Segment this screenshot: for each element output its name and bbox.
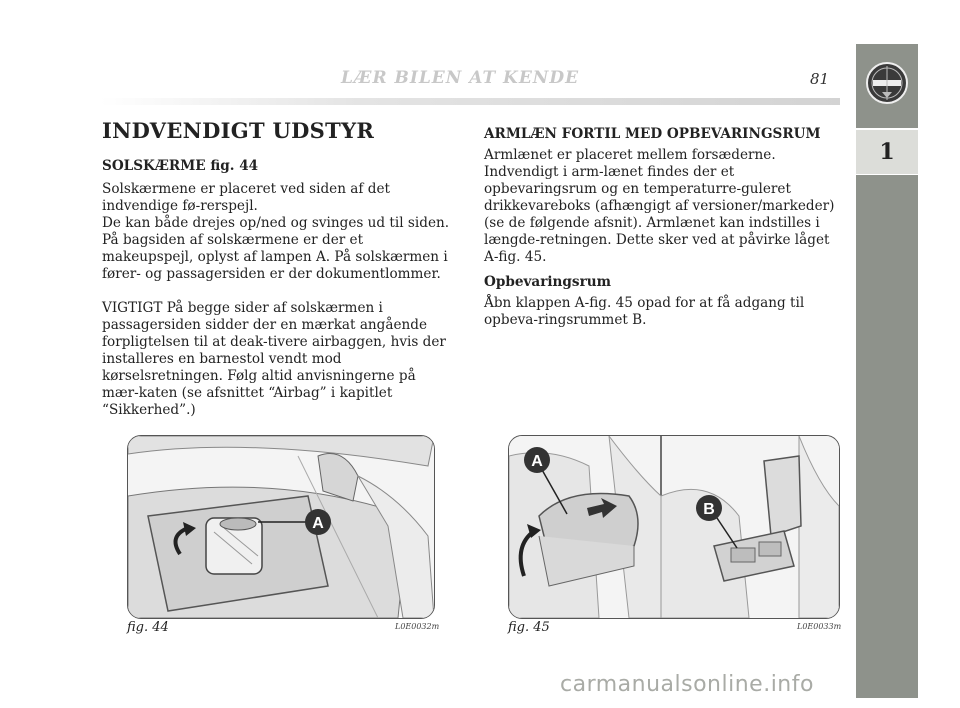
callout-a-label: A bbox=[531, 453, 543, 470]
armrest-heading: ARMLÆN FORTIL MED OPBEVARINGSRUM bbox=[484, 126, 821, 142]
paragraph: De kan både drejes op/ned og svinges ud … bbox=[102, 215, 450, 231]
callout-b-label: B bbox=[703, 501, 715, 518]
side-tab-bottom bbox=[856, 175, 918, 698]
left-column: INDVENDIGT UDSTYR SOLSKÆRME fig. 44 Sols… bbox=[102, 118, 454, 419]
paragraph: Åbn klappen A-fig. 45 opad for at få adg… bbox=[484, 295, 805, 328]
header-title: LÆR BILEN AT KENDE bbox=[340, 68, 580, 88]
paragraph: Armlænet er placeret mellem forsæderne. … bbox=[484, 147, 835, 265]
figure-label: fig. 44 bbox=[127, 620, 169, 635]
section-number-tab[interactable]: 1 bbox=[856, 130, 918, 174]
armrest-illustration: A B bbox=[509, 436, 839, 618]
page-number: 81 bbox=[810, 70, 830, 88]
warning-paragraph: VIGTIGT På begge sider af solskærmen i p… bbox=[102, 300, 446, 418]
figure-code: L0E0033m bbox=[797, 622, 842, 631]
figure-armrest: A B bbox=[508, 435, 840, 619]
right-column: ARMLÆN FORTIL MED OPBEVARINGSRUM Armlæne… bbox=[484, 118, 836, 329]
figure-code: L0E0032m bbox=[395, 622, 440, 631]
sun-visor-heading: SOLSKÆRME fig. 44 bbox=[102, 158, 259, 174]
paragraph: På bagsiden af solskærmene er der et mak… bbox=[102, 232, 448, 282]
paragraph: Solskærmene er placeret ved siden af det… bbox=[102, 181, 390, 214]
figure-sun-visor: A bbox=[127, 435, 435, 619]
lancia-logo-icon bbox=[866, 62, 908, 104]
section-heading: INDVENDIGT UDSTYR bbox=[102, 118, 375, 143]
storage-heading: Opbevaringsrum bbox=[484, 274, 612, 290]
figure-label: fig. 45 bbox=[508, 620, 550, 635]
callout-a-label: A bbox=[312, 515, 324, 532]
sun-visor-illustration: A bbox=[128, 436, 434, 618]
watermark-text: carmanualsonline.info bbox=[560, 672, 814, 697]
header-rule bbox=[100, 98, 840, 105]
